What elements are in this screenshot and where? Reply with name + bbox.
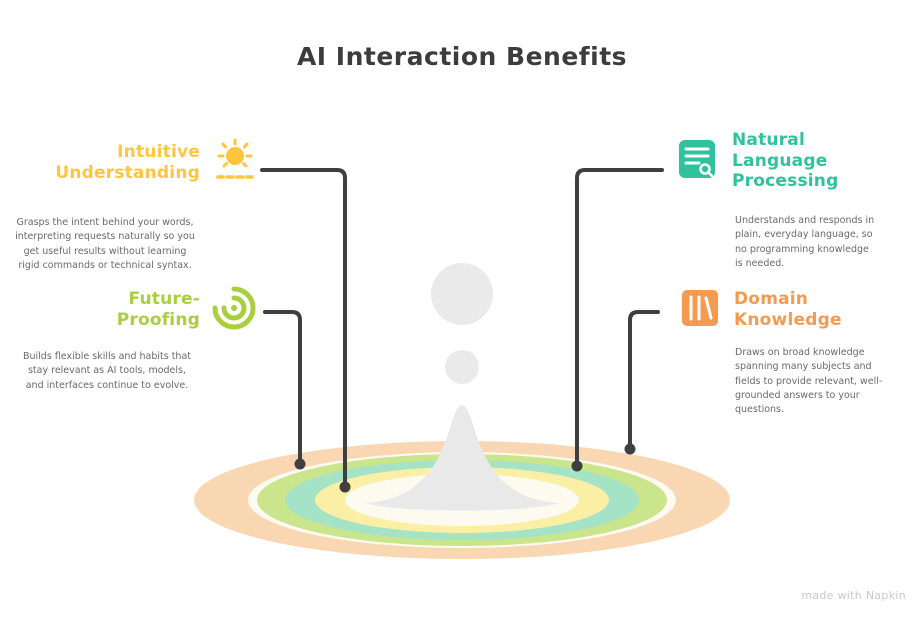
- connectors: [260, 168, 664, 487]
- connector-line-intuitive: [260, 168, 347, 487]
- section-description: Draws on broad knowledge spanning many s…: [735, 347, 883, 415]
- watermark: made with Napkin: [801, 589, 906, 602]
- connector-line-future: [263, 310, 302, 464]
- section-domain-knowledge: Domain Knowledge: [676, 284, 916, 336]
- section-description: Understands and responds in plain, every…: [735, 215, 875, 269]
- section-heading: Domain Knowledge: [734, 289, 842, 330]
- connector-dot-intuitive: [339, 481, 351, 493]
- connector-line-domain: [628, 310, 660, 449]
- section-future-proofing: Future- Proofing: [14, 284, 258, 336]
- droplet-large: [431, 263, 493, 325]
- books-icon: [676, 284, 724, 336]
- sun-icon: [210, 136, 260, 190]
- connector-dot-domain: [624, 443, 636, 455]
- section-heading: Intuitive Understanding: [55, 142, 200, 183]
- section-heading: Future- Proofing: [116, 289, 200, 330]
- shell-icon: [210, 284, 258, 336]
- section-description: Builds flexible skills and habits that s…: [22, 351, 191, 391]
- section-intuitive-understanding: Intuitive Understanding: [14, 136, 260, 190]
- splash-shape: [365, 405, 559, 511]
- connector-dot-nlp: [571, 460, 583, 472]
- section-natural-language-processing: Natural Language Processing: [672, 130, 912, 192]
- connector-dot-future: [294, 458, 306, 470]
- droplet-small: [445, 350, 479, 384]
- section-description: Grasps the intent behind your words, int…: [15, 217, 195, 271]
- nlp-chat-icon: [672, 134, 722, 188]
- section-heading: Natural Language Processing: [732, 130, 839, 192]
- connector-line-nlp: [575, 168, 664, 466]
- connector-dots: [294, 443, 636, 493]
- page-title: AI Interaction Benefits: [296, 42, 628, 71]
